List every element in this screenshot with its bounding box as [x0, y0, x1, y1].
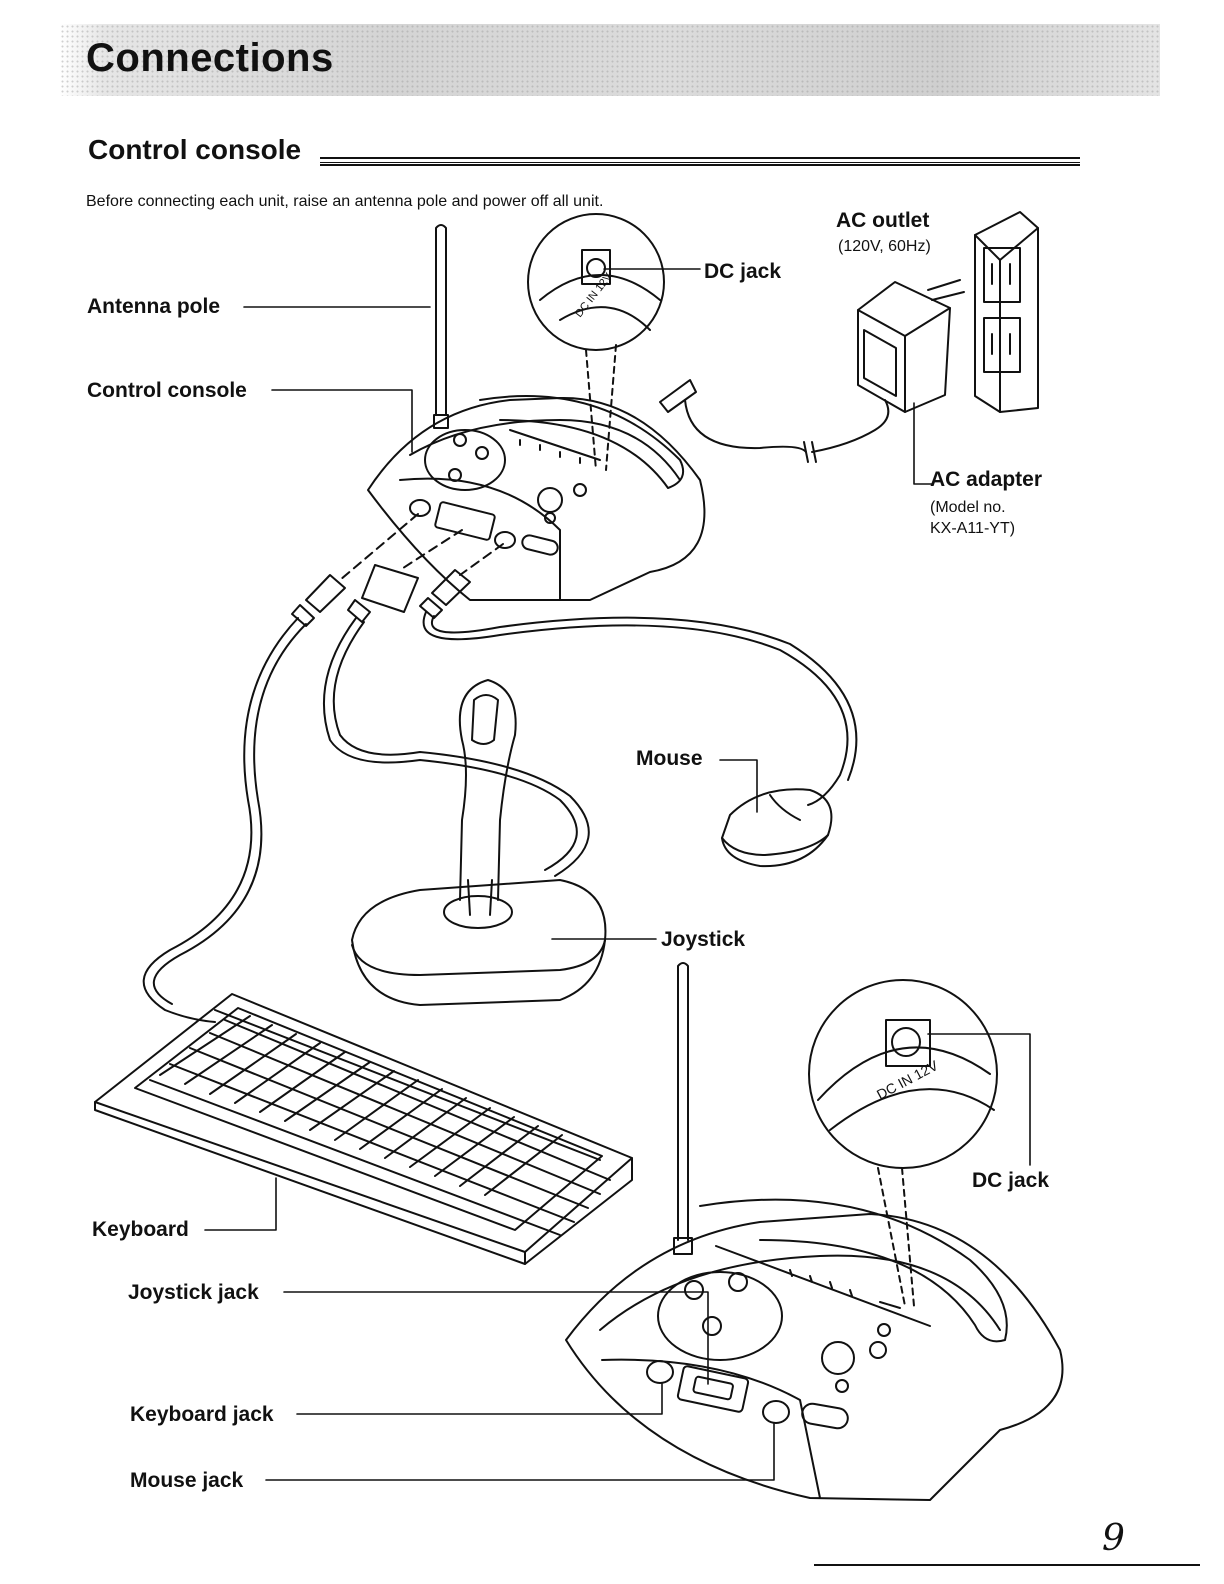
top-console: [368, 396, 704, 600]
mouse-drawing: [722, 789, 831, 866]
label-keyboard: Keyboard: [92, 1219, 189, 1240]
joystick-cable: [324, 618, 577, 870]
keyboard-cable: [144, 618, 298, 1022]
section-title: Control console: [88, 134, 307, 166]
label-dc-jack-top: DC jack: [704, 261, 781, 282]
label-ac-adapter-model-2: KX-A11-YT): [930, 519, 1015, 539]
ac-adapter-drawing: [858, 280, 964, 412]
label-control-console: Control console: [87, 380, 247, 401]
bottom-antenna: [674, 963, 692, 1254]
leader-lines: [205, 269, 1030, 1480]
top-antenna: [434, 225, 448, 428]
bottom-dc-jack-detail: [809, 980, 997, 1306]
label-joystick-jack: Joystick jack: [128, 1282, 259, 1303]
page-number: 9: [1102, 1518, 1125, 1559]
footer-rule: [814, 1564, 1200, 1566]
ac-outlet-drawing: [975, 212, 1038, 412]
joystick-drawing: [352, 680, 605, 1005]
page-title: Connections: [86, 36, 334, 81]
label-dc-jack-bottom: DC jack: [972, 1170, 1049, 1191]
label-joystick: Joystick: [661, 929, 745, 950]
label-antenna-pole: Antenna pole: [87, 296, 220, 317]
label-ac-adapter-model-1: (Model no.: [930, 498, 1006, 518]
top-dc-jack-detail: [528, 214, 664, 470]
top-power-cable: [660, 380, 888, 462]
label-mouse-jack: Mouse jack: [130, 1470, 243, 1491]
label-keyboard-jack: Keyboard jack: [130, 1404, 274, 1425]
connector-guides: [340, 514, 503, 580]
bottom-jack-print: DC IN 12V: [874, 1057, 941, 1103]
bottom-console: [566, 1200, 1063, 1500]
connector-plugs: [292, 565, 470, 626]
label-mouse: Mouse: [636, 748, 703, 769]
label-ac-adapter: AC adapter: [930, 469, 1042, 490]
label-ac-outlet-spec: (120V, 60Hz): [838, 237, 931, 257]
label-ac-outlet: AC outlet: [836, 210, 929, 231]
